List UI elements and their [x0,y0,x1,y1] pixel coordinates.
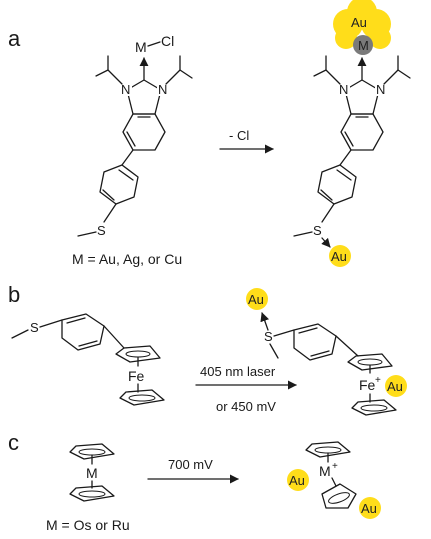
panel-b-label: b [8,282,20,307]
reactant-a-biaryl-bond [121,149,134,166]
panel-a-product: Au M N N S Au [293,0,411,267]
product-a-benzo-ring [340,113,384,151]
panel-c-label: c [8,430,19,455]
reactant-b-sulfur: S [30,320,39,335]
reactant-b-iron: Fe [128,368,145,384]
reactant-a-metal: M [135,39,147,55]
reactant-a-phenyl-ring [99,164,139,205]
product-a-s-au-bond [321,237,331,248]
product-a-sulfur: S [313,223,322,238]
reactant-c-metal: M [86,465,98,481]
reactant-b-top-cp-ring [115,345,161,363]
svg-text:Au: Au [387,379,403,394]
panel-b-arrow-label-2: or 450 mV [216,399,276,414]
reactant-a-isopropyl-right [165,69,193,85]
reactant-b-methyl [11,329,29,339]
reactant-b-bottom-cp-ring [119,389,165,406]
panel-a-arrow-label: - Cl [229,128,249,143]
reactant-a-benzo-ring [122,113,166,151]
reactant-c-bottom-cp-ring [69,485,115,502]
reactant-a-imidazole-ring [126,79,162,115]
panel-c-caption: M = Os or Ru [46,517,130,533]
product-b-bottom-cp-ring [351,399,397,416]
product-c-tilted-cp-ring [321,483,357,509]
reactant-a-sulfur: S [97,223,106,238]
reactant-c-top-cp-ring [69,443,115,460]
svg-text:Au: Au [361,501,377,516]
panel-b-product: Au S Fe + Au [246,288,407,416]
product-a-phenyl-ring [317,164,357,205]
reactant-a-isopropyl-left [95,69,123,85]
panel-a-reactant: M Cl N N S [77,33,193,238]
product-c-charge: + [332,461,338,472]
svg-text:Au: Au [248,292,264,307]
panel-b-arrow-label-1: 405 nm laser [200,364,276,379]
product-b-s-au-bond [260,312,270,331]
panel-c-arrow-label: 700 mV [168,457,213,472]
panel-c-reactant: M [69,443,115,502]
reactant-a-n-left: N [121,82,130,97]
product-c-gold-left [287,469,309,491]
svg-text:Au: Au [289,473,305,488]
product-a-n-left: N [339,82,348,97]
product-a-n-right: N [376,82,385,97]
product-a-metal-label: M [358,38,369,53]
product-b-phenyl-ring [293,323,337,361]
product-b-charge: + [375,375,381,386]
panel-b-reactant: S Fe [11,313,165,406]
product-c-top-cp-ring [305,441,351,458]
reactant-a-n-right: N [158,82,167,97]
product-a-cluster-label: Au [351,15,367,30]
product-b-top-cp-ring [347,353,393,371]
product-c-metal: M [319,463,331,479]
svg-text:Au: Au [331,249,347,264]
panel-a-label: a [8,26,21,51]
reactant-a-chloride: Cl [161,33,174,49]
product-a-imidazole-ring [344,79,380,115]
product-a-gold-surface [329,245,351,267]
reactant-a-c-s-bond [103,203,117,223]
product-b-gold-top [246,288,268,310]
product-a-metal-atom [353,35,373,55]
product-b-iron: Fe [359,377,376,393]
reactant-b-phenyl-ring [61,313,105,351]
panel-a-caption: M = Au, Ag, or Cu [72,251,182,267]
product-c-gold-right [359,497,381,519]
m-cl-bond [147,41,161,47]
panel-c-product: M + Au Au [287,441,381,519]
product-b-sulfur: S [264,329,273,344]
product-b-gold-right [385,375,407,397]
reactant-a-methyl [77,231,97,237]
